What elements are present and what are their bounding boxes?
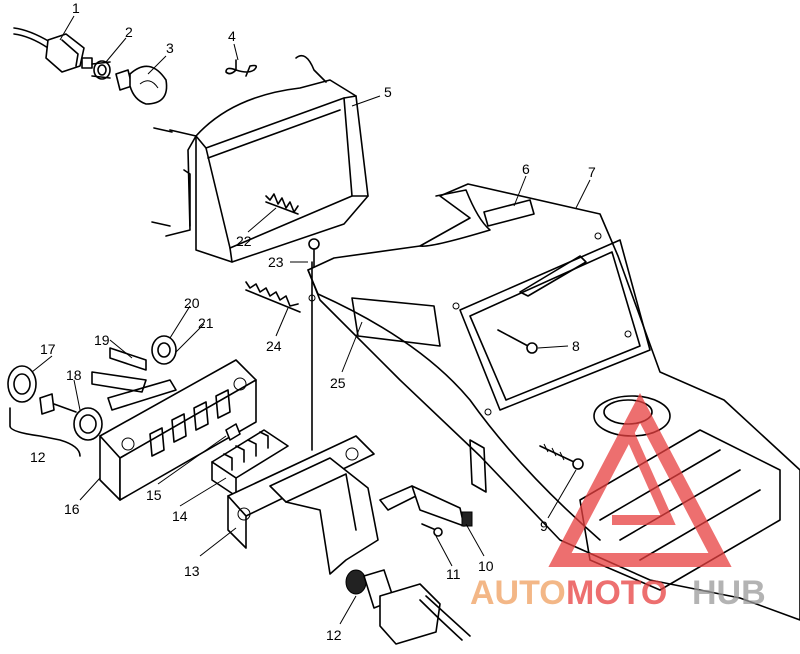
callout-9: 9 — [540, 518, 548, 534]
callout-21: 21 — [198, 315, 214, 331]
callout-25: 25 — [330, 375, 346, 391]
callout-12-left: 12 — [30, 449, 46, 465]
callout-2: 2 — [125, 24, 133, 40]
callout-14: 14 — [172, 508, 188, 524]
callout-18: 18 — [66, 367, 82, 383]
callout-7: 7 — [588, 164, 596, 180]
part-23-screw — [308, 238, 320, 269]
callout-19: 19 — [94, 332, 110, 348]
logo-text-moto: MOTO — [566, 574, 667, 612]
callout-20: 20 — [184, 295, 200, 311]
logo-text-hub: HUB — [692, 574, 766, 612]
part-25-decal — [351, 297, 441, 347]
callout-23: 23 — [268, 254, 284, 270]
part-12-ignition — [345, 569, 471, 645]
callout-8: 8 — [572, 338, 580, 354]
part-7-hood — [307, 183, 800, 621]
callout-24: 24 — [266, 338, 282, 354]
part-5-headlight — [151, 54, 369, 263]
callout-3: 3 — [166, 40, 174, 56]
callout-17: 17 — [40, 341, 56, 357]
part-22-spring — [265, 193, 299, 215]
part-18-ring — [73, 407, 103, 441]
logo-text-auto: AUTO — [470, 574, 566, 612]
watermark-logo: AUTO MOTO HUB — [470, 392, 766, 612]
part-2-socket — [91, 60, 111, 80]
callout-labels: 1 2 3 4 5 6 7 8 9 10 11 12 13 14 15 16 1… — [30, 0, 596, 643]
part-3-bulb — [115, 65, 168, 105]
part-11-screw — [421, 523, 443, 537]
part-20-ring — [151, 335, 177, 365]
part-8-screw — [497, 329, 538, 354]
part-17-key — [7, 365, 77, 415]
callout-11: 11 — [446, 566, 461, 582]
part-9-screw — [539, 443, 584, 470]
callout-13: 13 — [184, 563, 200, 579]
callout-6: 6 — [522, 161, 530, 177]
callout-5: 5 — [384, 84, 392, 100]
logo-triangle-inner — [595, 418, 676, 525]
part-15-pin — [225, 423, 241, 441]
callout-10: 10 — [478, 558, 494, 574]
bracket-12-left — [9, 407, 81, 457]
callout-16: 16 — [64, 501, 80, 517]
part-13-bracket — [227, 435, 379, 575]
part-1-plug — [13, 27, 93, 73]
part-16-panel — [99, 359, 257, 501]
callout-1: 1 — [72, 0, 80, 16]
callout-12-bottom: 12 — [326, 627, 342, 643]
part-19-label — [91, 347, 177, 411]
callout-15: 15 — [146, 487, 162, 503]
callout-4: 4 — [228, 28, 236, 44]
leader-lines — [31, 15, 591, 625]
logo-triangle-outer — [548, 392, 732, 567]
part-24-spring — [245, 281, 301, 313]
part-4-spring — [225, 59, 258, 77]
callout-22: 22 — [236, 233, 252, 249]
part-10-toggle — [379, 485, 473, 527]
